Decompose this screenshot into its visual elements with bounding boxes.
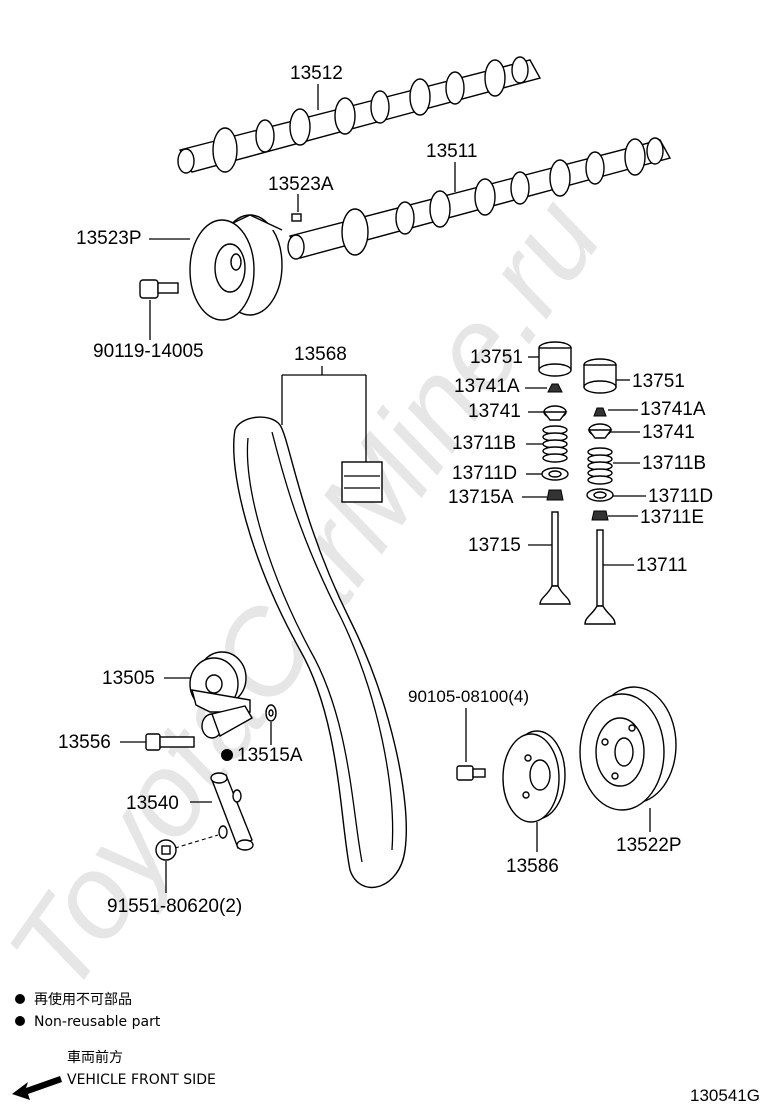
idler-bolt[interactable] bbox=[145, 733, 195, 751]
non-reusable-mark bbox=[221, 749, 233, 761]
label-13505: 13505 bbox=[102, 668, 155, 689]
legend-jp: 再使用不可部品 bbox=[34, 991, 132, 1008]
label-13715A: 13715A bbox=[448, 487, 514, 508]
label-13711E: 13711E bbox=[640, 507, 704, 528]
label-13711D-right: 13711D bbox=[648, 486, 713, 507]
crank-pulley[interactable] bbox=[579, 686, 677, 811]
label-13523P: 13523P bbox=[76, 228, 142, 249]
label-13512: 13512 bbox=[290, 63, 343, 84]
front-arrow-icon bbox=[12, 1076, 62, 1100]
label-13711: 13711 bbox=[636, 555, 687, 576]
cam-pulley[interactable] bbox=[189, 214, 283, 321]
label-13711B-left: 13711B bbox=[452, 433, 516, 454]
camshaft-exhaust[interactable] bbox=[177, 56, 542, 174]
valve-train-left bbox=[538, 341, 572, 605]
label-13711D-left: 13711D bbox=[452, 463, 517, 484]
front-label-en: VEHICLE FRONT SIDE bbox=[67, 1072, 216, 1088]
label-13741-left: 13741 bbox=[468, 401, 521, 422]
label-13556: 13556 bbox=[58, 732, 111, 753]
timing-belt[interactable] bbox=[233, 416, 407, 889]
label-90105-08100: 90105-08100(4) bbox=[408, 687, 529, 706]
label-13511: 13511 bbox=[426, 141, 477, 162]
legend-dot-en bbox=[15, 1016, 25, 1026]
label-13711B-right: 13711B bbox=[642, 453, 706, 474]
crank-bolt[interactable] bbox=[456, 765, 486, 781]
camshaft-intake[interactable] bbox=[287, 137, 672, 260]
label-13568: 13568 bbox=[294, 344, 347, 365]
idler-pulley[interactable] bbox=[189, 651, 253, 739]
front-label-jp: 車両前方 bbox=[67, 1049, 123, 1066]
legend-en: Non-reusable part bbox=[34, 1014, 161, 1030]
label-13715: 13715 bbox=[468, 535, 521, 556]
label-13522P: 13522P bbox=[616, 835, 682, 856]
figure-id: 130541G bbox=[690, 1086, 760, 1105]
label-13741-right: 13741 bbox=[642, 422, 695, 443]
valve-train-right bbox=[583, 358, 617, 625]
pulley-bolt[interactable] bbox=[139, 279, 179, 299]
label-13741A-right: 13741A bbox=[640, 399, 706, 420]
label-13741A-left: 13741A bbox=[454, 376, 520, 397]
label-90119-14005: 90119-14005 bbox=[93, 341, 204, 362]
tensioner[interactable] bbox=[210, 772, 254, 851]
label-13586: 13586 bbox=[506, 856, 559, 877]
label-13523A: 13523A bbox=[268, 174, 334, 195]
label-13751-right: 13751 bbox=[632, 371, 685, 392]
legend-dot-jp bbox=[15, 994, 25, 1004]
label-13515A: 13515A bbox=[237, 745, 303, 766]
guide-plate[interactable] bbox=[502, 730, 566, 823]
cam-key[interactable] bbox=[291, 213, 302, 222]
label-13751-left: 13751 bbox=[470, 347, 523, 368]
label-91551-80620: 91551-80620(2) bbox=[107, 896, 242, 917]
label-13540: 13540 bbox=[126, 793, 179, 814]
